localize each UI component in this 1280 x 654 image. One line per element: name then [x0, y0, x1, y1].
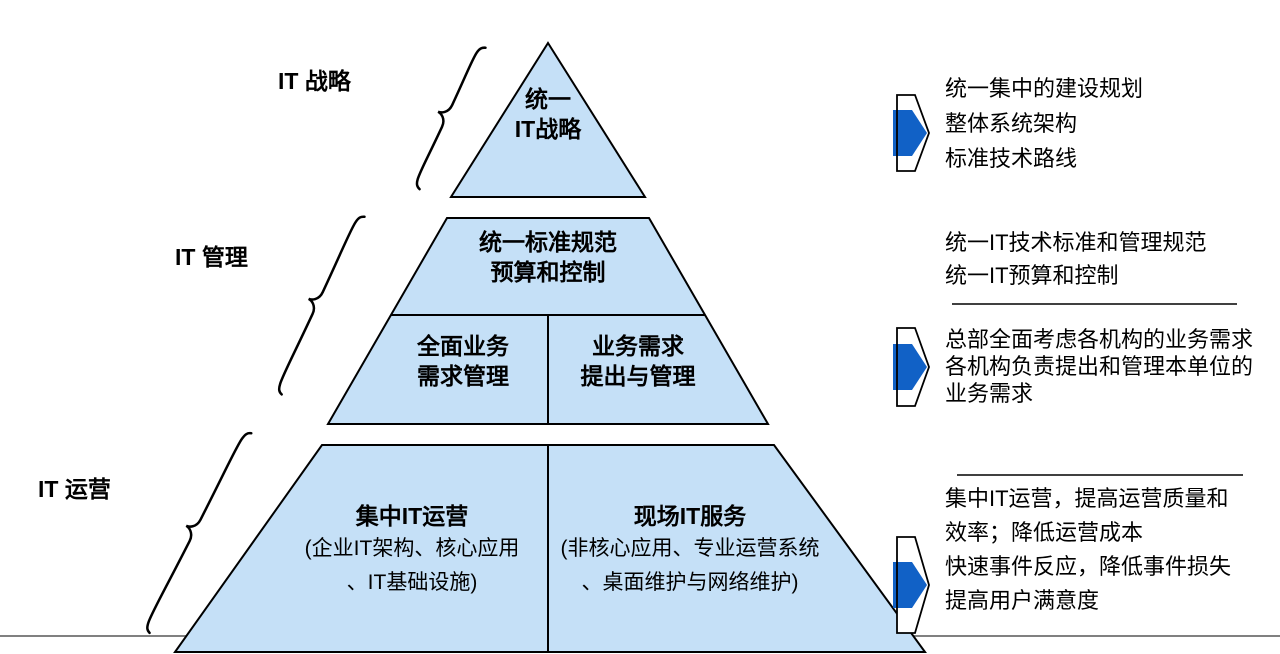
cell-onsite-it-service-sub: (非核心应用、专业运营系统 、桌面维护与网络维护) — [560, 537, 820, 594]
cell-demand-proposal-management: 业务需求 提出与管理 — [580, 333, 696, 389]
pyramid-level1-strategy — [449, 41, 647, 198]
cell-central-it-operations-title: 集中IT运营 — [355, 503, 469, 529]
tier-label-strategy: IT 战略 — [278, 68, 351, 94]
annotation-operations: 集中IT运营，提高运营质量和 效率；降低运营成本 快速事件反应，降低事件损失 提… — [945, 486, 1232, 613]
cell-unified-it-strategy: 统一 IT战略 — [514, 86, 582, 142]
annotation-management-bottom: 总部全面考虑各机构的业务需求 各机构负责提出和管理本单位的 业务需求 — [945, 327, 1254, 406]
brace-management-icon — [277, 215, 366, 396]
right-arrow-operations-icon — [893, 536, 930, 634]
right-arrow-strategy-icon — [893, 94, 930, 172]
annotation-management-top: 统一IT技术标准和管理规范 统一IT预算和控制 — [945, 230, 1207, 288]
tier-label-management: IT 管理 — [175, 244, 248, 270]
pyramid-level3-operations — [173, 444, 927, 653]
tier-label-operations: IT 运营 — [38, 476, 111, 502]
cell-central-it-operations-sub: (企业IT架构、核心应用 、IT基础设施) — [304, 537, 520, 594]
cell-standards-budget: 统一标准规范 预算和控制 — [479, 229, 617, 285]
right-arrow-management-icon — [893, 327, 930, 407]
annotation-strategy: 统一集中的建设规划 整体系统架构 标准技术路线 — [945, 76, 1144, 171]
cell-onsite-it-service-title: 现场IT服务 — [633, 503, 747, 529]
cell-overall-demand-management: 全面业务 需求管理 — [417, 333, 509, 389]
